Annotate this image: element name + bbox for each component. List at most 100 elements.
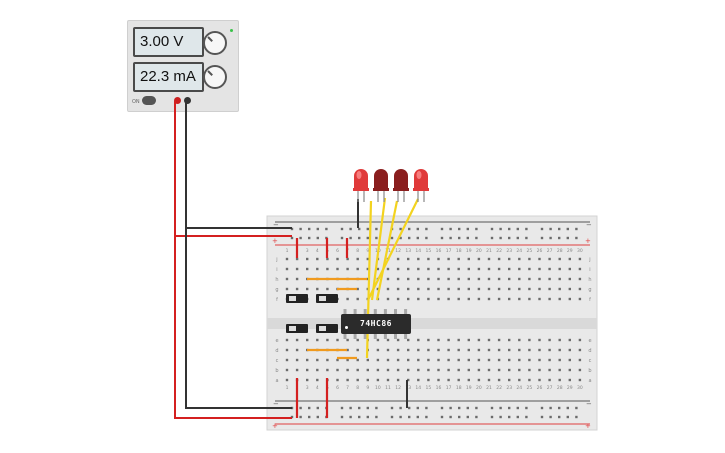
power-toggle[interactable] [142, 96, 156, 105]
breadboard-hole[interactable] [457, 277, 460, 281]
rail-hole[interactable] [316, 406, 319, 410]
rail-hole[interactable] [375, 415, 378, 419]
breadboard-hole[interactable] [295, 368, 299, 372]
breadboard-hole[interactable] [558, 297, 561, 301]
breadboard-hole[interactable] [346, 297, 349, 301]
rail-hole[interactable] [575, 227, 578, 231]
breadboard-hole[interactable] [346, 348, 349, 352]
rail-hole[interactable] [558, 406, 561, 410]
rail-hole[interactable] [499, 415, 502, 419]
breadboard-hole[interactable] [538, 297, 541, 301]
breadboard-hole[interactable] [518, 368, 521, 372]
breadboard-hole[interactable] [578, 267, 582, 271]
rail-hole[interactable] [340, 415, 344, 419]
breadboard-hole[interactable] [386, 338, 390, 342]
rail-hole[interactable] [516, 415, 519, 419]
rail-hole[interactable] [408, 227, 411, 231]
breadboard-hole[interactable] [518, 277, 521, 281]
switch-lever[interactable] [289, 296, 296, 301]
breadboard-hole[interactable] [417, 358, 420, 362]
rail-hole[interactable] [440, 227, 444, 231]
rail-hole[interactable] [425, 415, 428, 419]
breadboard-hole[interactable] [356, 348, 359, 352]
breadboard-hole[interactable] [427, 348, 430, 352]
rail-hole[interactable] [508, 227, 511, 231]
breadboard-hole[interactable] [346, 358, 349, 362]
breadboard-hole[interactable] [457, 287, 460, 291]
breadboard-hole[interactable] [427, 368, 430, 372]
breadboard-hole[interactable] [306, 287, 309, 291]
rail-hole[interactable] [308, 406, 311, 410]
dip-switch-1[interactable] [286, 294, 308, 303]
breadboard-hole[interactable] [346, 368, 349, 372]
breadboard-hole[interactable] [396, 378, 400, 382]
breadboard-hole[interactable] [578, 287, 582, 291]
breadboard-hole[interactable] [457, 378, 460, 382]
breadboard-hole[interactable] [285, 287, 289, 291]
rail-hole[interactable] [299, 415, 302, 419]
breadboard-hole[interactable] [508, 348, 511, 352]
rail-hole[interactable] [458, 227, 461, 231]
switch-lever[interactable] [319, 326, 326, 331]
breadboard-hole[interactable] [578, 257, 582, 261]
breadboard-hole[interactable] [285, 338, 289, 342]
rail-hole[interactable] [349, 415, 352, 419]
breadboard-hole[interactable] [376, 338, 380, 342]
rail-hole[interactable] [525, 415, 528, 419]
breadboard-hole[interactable] [295, 287, 299, 291]
breadboard-hole[interactable] [447, 297, 450, 301]
breadboard-hole[interactable] [578, 368, 582, 372]
breadboard-hole[interactable] [508, 338, 511, 342]
breadboard-hole[interactable] [558, 287, 561, 291]
rail-hole[interactable] [375, 236, 378, 240]
breadboard-hole[interactable] [386, 297, 390, 301]
breadboard-hole[interactable] [386, 358, 390, 362]
rail-hole[interactable] [558, 227, 561, 231]
dip-switch-4[interactable] [316, 324, 338, 333]
switch-lever[interactable] [289, 326, 296, 331]
rail-hole[interactable] [440, 406, 444, 410]
breadboard-hole[interactable] [518, 297, 521, 301]
rail-hole[interactable] [390, 406, 394, 410]
breadboard-hole[interactable] [568, 338, 571, 342]
rail-hole[interactable] [349, 236, 352, 240]
breadboard-hole[interactable] [538, 267, 541, 271]
breadboard-hole[interactable] [518, 378, 521, 382]
led-body[interactable] [414, 169, 428, 190]
breadboard-hole[interactable] [497, 378, 501, 382]
breadboard-hole[interactable] [558, 368, 561, 372]
rail-hole[interactable] [340, 236, 344, 240]
breadboard-hole[interactable] [467, 368, 470, 372]
breadboard-hole[interactable] [467, 287, 470, 291]
rail-hole[interactable] [566, 406, 569, 410]
breadboard-hole[interactable] [568, 378, 571, 382]
breadboard-hole[interactable] [518, 287, 521, 291]
rail-hole[interactable] [425, 236, 428, 240]
rail-hole[interactable] [516, 236, 519, 240]
current-knob[interactable] [203, 65, 227, 89]
breadboard-hole[interactable] [417, 368, 420, 372]
breadboard-hole[interactable] [386, 378, 390, 382]
breadboard-hole[interactable] [396, 257, 400, 261]
breadboard-hole[interactable] [356, 257, 359, 261]
breadboard-hole[interactable] [528, 368, 531, 372]
breadboard-hole[interactable] [497, 338, 501, 342]
breadboard-hole[interactable] [356, 338, 359, 342]
breadboard-hole[interactable] [376, 378, 380, 382]
rail-hole[interactable] [299, 406, 302, 410]
rail-hole[interactable] [316, 415, 319, 419]
breadboard-hole[interactable] [497, 358, 501, 362]
breadboard-hole[interactable] [447, 338, 450, 342]
rail-hole[interactable] [358, 406, 361, 410]
breadboard-hole[interactable] [508, 257, 511, 261]
breadboard-hole[interactable] [487, 378, 491, 382]
rail-hole[interactable] [490, 227, 494, 231]
breadboard-hole[interactable] [356, 287, 359, 291]
breadboard-hole[interactable] [447, 368, 450, 372]
breadboard-hole[interactable] [316, 378, 319, 382]
breadboard-hole[interactable] [548, 368, 551, 372]
breadboard-hole[interactable] [285, 267, 289, 271]
breadboard-hole[interactable] [487, 348, 491, 352]
breadboard-hole[interactable] [437, 368, 440, 372]
rail-hole[interactable] [499, 227, 502, 231]
